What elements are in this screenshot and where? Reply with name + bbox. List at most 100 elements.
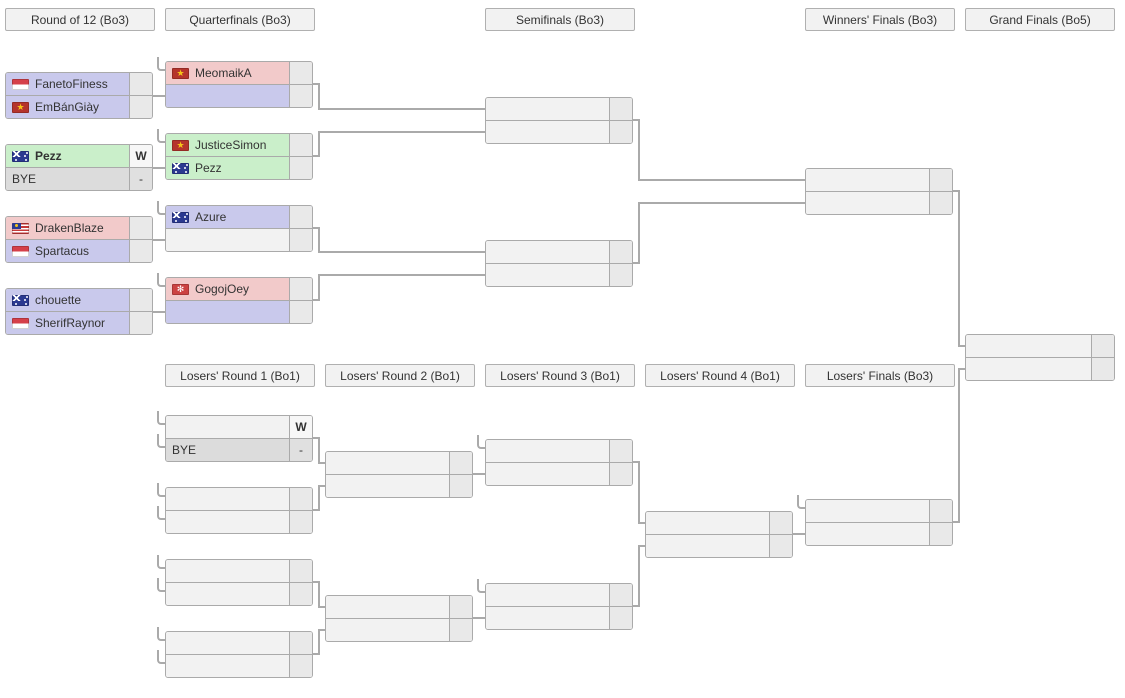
bracket-hook — [157, 483, 166, 497]
player-name[interactable]: Pezz — [195, 161, 222, 175]
player-name[interactable]: MeomaikA — [195, 66, 252, 80]
round-header-semifinals: Semifinals (Bo3) — [485, 8, 635, 31]
bracket-connector — [318, 581, 320, 608]
bracket-connector — [319, 274, 486, 276]
bracket-connector — [153, 239, 165, 241]
bracket-connector — [953, 521, 960, 523]
bracket-connector — [313, 83, 320, 85]
match-wf-slot-1 — [806, 169, 952, 191]
player-name[interactable]: DrakenBlaze — [35, 221, 104, 235]
score-cell — [129, 217, 152, 239]
bracket-connector — [313, 299, 320, 301]
player-cell — [486, 264, 609, 286]
bracket-connector — [153, 311, 165, 313]
australia-flag-icon — [12, 294, 29, 306]
score-cell — [129, 240, 152, 262]
player-cell: Pezz — [166, 157, 289, 179]
match-lr1m1-slot-1: W — [166, 416, 312, 438]
match-lr1m2 — [165, 487, 313, 534]
bracket-connector — [638, 461, 640, 524]
match-lr1m3 — [165, 559, 313, 606]
bracket-connector — [959, 368, 966, 370]
match-qf3-slot-1: Azure — [166, 206, 312, 228]
bracket-connector — [153, 95, 165, 97]
match-qf3: Azure — [165, 205, 313, 252]
match-qf1-slot-2 — [166, 84, 312, 107]
player-name[interactable]: Azure — [195, 210, 227, 224]
player-name[interactable]: chouette — [35, 293, 82, 307]
player-cell: Azure — [166, 206, 289, 228]
match-lr1m4 — [165, 631, 313, 678]
player-cell — [486, 463, 609, 485]
score-cell — [289, 655, 312, 677]
bracket-connector — [313, 581, 320, 583]
bracket-connector — [633, 119, 640, 121]
bracket-hook — [477, 579, 486, 593]
player-cell: BYE — [6, 168, 129, 190]
match-qf3-slot-2 — [166, 228, 312, 251]
australia-flag-icon — [12, 150, 29, 162]
player-cell: Pezz — [6, 145, 129, 167]
match-lr1m4-slot-2 — [166, 654, 312, 677]
score-cell — [129, 312, 152, 334]
bracket-connector — [318, 227, 320, 253]
match-lr2m2 — [325, 595, 473, 642]
score-cell — [609, 98, 632, 120]
match-lr2m1 — [325, 451, 473, 498]
player-name[interactable]: GogojOey — [195, 282, 250, 296]
match-lr3m1 — [485, 439, 633, 486]
player-name[interactable]: SherifRaynor — [35, 316, 106, 330]
score-cell — [289, 206, 312, 228]
bracket-connector — [318, 83, 320, 110]
match-sf2-slot-2 — [486, 263, 632, 286]
bracket-hook — [157, 434, 166, 448]
score-cell — [449, 475, 472, 497]
score-cell: - — [129, 168, 152, 190]
match-lr1m3-slot-2 — [166, 582, 312, 605]
match-lr1m2-slot-1 — [166, 488, 312, 510]
match-lr1m2-slot-2 — [166, 510, 312, 533]
player-name[interactable]: FanetoFiness — [35, 77, 108, 91]
bracket-connector — [318, 131, 320, 157]
player-cell: BYE — [166, 439, 289, 461]
bracket-connector — [639, 545, 646, 547]
player-cell — [486, 121, 609, 143]
round-header-winners-finals: Winners' Finals (Bo3) — [805, 8, 955, 31]
bracket-hook — [157, 506, 166, 520]
player-cell — [486, 607, 609, 629]
match-lf — [805, 499, 953, 546]
match-r12m3-slot-2: Spartacus — [6, 239, 152, 262]
score-cell — [609, 241, 632, 263]
score-cell — [1091, 335, 1114, 357]
bracket-connector — [319, 606, 326, 608]
score-cell — [289, 560, 312, 582]
player-cell — [166, 511, 289, 533]
match-qf4-slot-2 — [166, 300, 312, 323]
player-name[interactable]: Pezz — [35, 149, 62, 163]
player-name[interactable]: Spartacus — [35, 244, 90, 258]
bracket-connector — [953, 190, 960, 192]
score-cell — [609, 463, 632, 485]
bracket-hook — [157, 273, 166, 287]
player-cell — [326, 619, 449, 641]
player-cell — [646, 535, 769, 557]
match-r12m4-slot-2: SherifRaynor — [6, 311, 152, 334]
bracket-connector — [313, 509, 320, 511]
match-wf-slot-2 — [806, 191, 952, 214]
player-cell — [166, 229, 289, 251]
bracket-connector — [153, 167, 165, 169]
score-cell — [289, 632, 312, 654]
match-sf1-slot-1 — [486, 98, 632, 120]
match-lf-slot-1 — [806, 500, 952, 522]
bracket-connector — [638, 545, 640, 607]
player-cell — [326, 596, 449, 618]
bracket-hook — [157, 411, 166, 425]
bracket-connector — [319, 108, 486, 110]
score-cell — [129, 289, 152, 311]
player-name[interactable]: EmBánGiày — [35, 100, 100, 114]
score-cell — [449, 452, 472, 474]
player-name[interactable]: JusticeSimon — [195, 138, 267, 152]
bracket-hook — [157, 627, 166, 641]
